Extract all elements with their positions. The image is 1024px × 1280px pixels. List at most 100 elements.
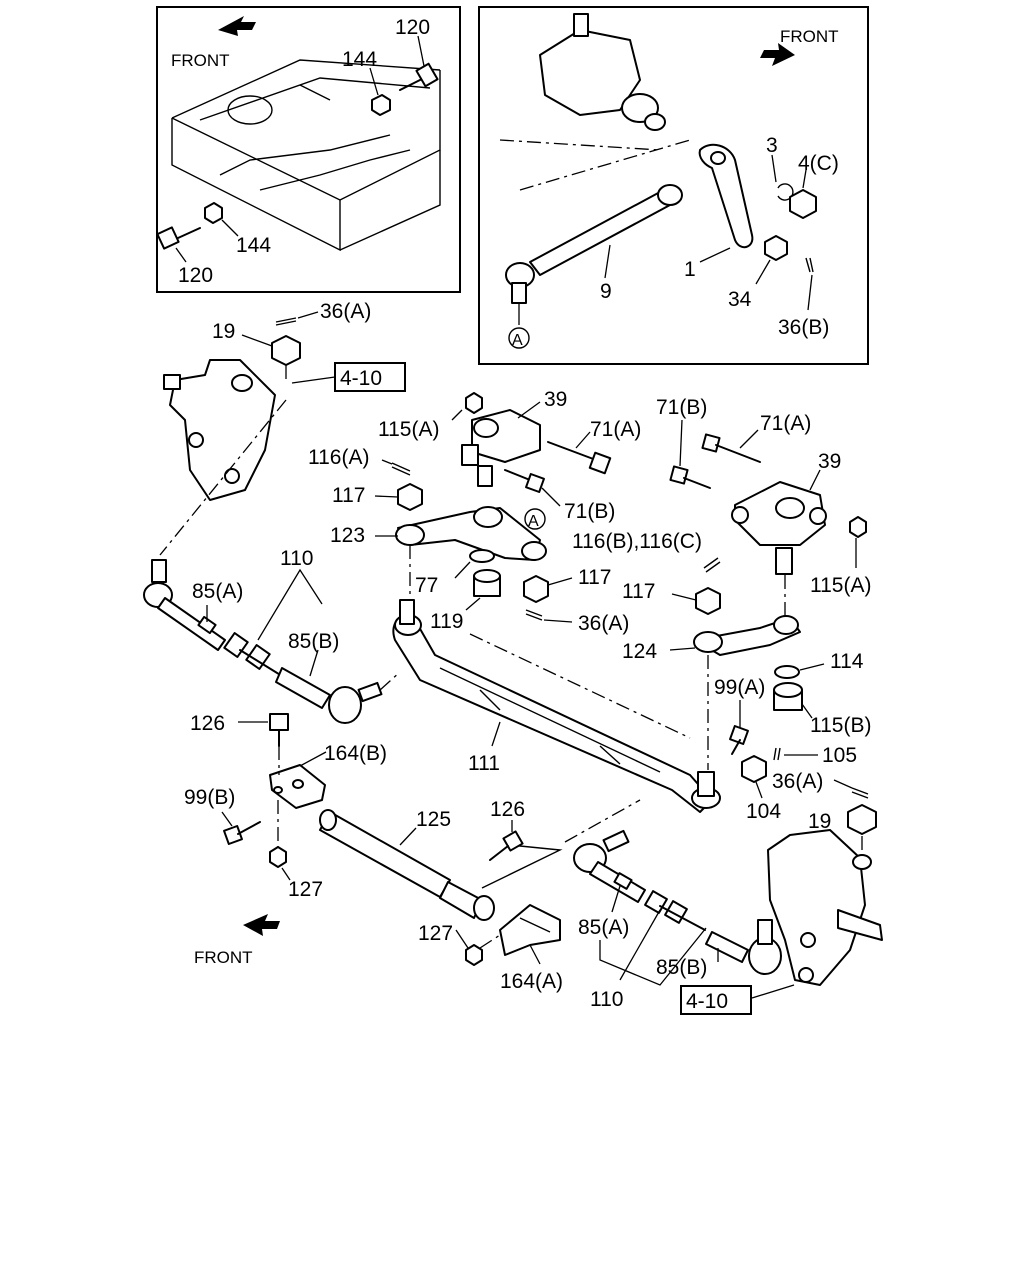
idler-arm-123 [395,506,547,561]
label-104: 104 [746,800,781,823]
ref-a-circle-icon [524,508,546,530]
label-110-right: 110 [590,988,623,1011]
bracket-164b [269,764,326,809]
bracket-164a [499,904,561,956]
cotter-pin-36a-mid [525,609,543,621]
label-ref-4-10-right: 4-10 [686,990,728,1013]
pitman-arm-1 [698,143,754,249]
label-71b-right: 71(B) [656,396,707,419]
label-39-right: 39 [818,450,841,473]
ref-a-circle-icon [508,327,530,349]
label-34: 34 [728,288,752,311]
label-115a-right: 115(A) [810,574,871,597]
castle-nut-117-right [695,587,721,615]
castle-nut-19-left [271,335,301,366]
tie-rod-end-left [143,559,226,651]
nut-4c [789,189,817,219]
washer-114 [774,665,800,679]
cotter-pin-36a-right [851,787,869,799]
label-105: 105 [822,744,857,767]
idler-arm-124 [693,615,801,656]
nut-127-mid [465,944,483,966]
label-127-left: 127 [288,878,323,901]
steering-knuckle-left [163,359,276,501]
washer-77 [469,549,495,563]
label-ref-a-main: A [528,513,539,530]
bolt-71a-right [701,433,761,463]
label-116a: 116(A) [308,446,369,469]
nut-117-mid [523,575,549,603]
label-125: 125 [416,808,451,831]
label-36a-top: 36(A) [320,300,371,323]
label-71b-left: 71(B) [564,500,615,523]
label-126-mid: 126 [490,798,525,821]
label-123: 123 [330,524,365,547]
label-164a: 164(A) [500,970,563,993]
label-85a-left: 85(A) [192,580,243,603]
inset-steering-gear: FRONT 1 3 4(C) [478,6,869,365]
label-110-left: 110 [280,547,313,570]
cotter-pin-105 [773,747,781,761]
nut-127-left [269,846,287,868]
front-arrow-icon [760,43,795,66]
tie-rod-end-85b-right [705,919,782,975]
label-9: 9 [600,280,612,303]
bolt-71b-left [504,469,545,493]
label-36b: 36(B) [778,316,829,339]
label-ref-4-10-left: 4-10 [340,367,382,390]
label-3: 3 [766,134,778,157]
label-ref-a: A [512,332,523,349]
label-71a-left: 71(A) [590,418,641,441]
label-119: 119 [430,610,463,633]
clamp-110-right [644,890,706,931]
label-117-left: 117 [332,484,365,507]
bolt-71a-left [547,441,612,475]
front-label: FRONT [171,51,230,70]
label-115a-left: 115(A) [378,418,439,441]
tie-rod-end-85a-right [573,829,646,903]
snap-ring-3 [777,183,794,201]
bolt-126-mid [489,830,524,861]
label-39-left: 39 [544,388,567,411]
ref-box-4-10-right [680,985,752,1015]
ref-box-4-10-left [334,362,406,392]
label-126-left: 126 [190,712,225,735]
label-36a-right: 36(A) [772,770,823,793]
label-85b-right: 85(B) [656,956,707,979]
bushing-119 [473,569,501,597]
label-164b: 164(B) [324,742,387,765]
label-19-left: 19 [212,320,235,343]
label-85b-left: 85(B) [288,630,339,653]
label-19-right: 19 [808,810,831,833]
inset-frame-detail: FRONT 120 144 144 [156,6,461,293]
cotter-pin-116bc [703,557,721,573]
nut-115a-right [849,516,867,538]
bushing-115b [773,682,803,711]
steering-gear-box [539,13,666,131]
steering-damper-125 [319,809,495,921]
steering-knuckle-right [767,829,883,986]
front-arrow-icon [218,16,256,36]
front-label-bottom: FRONT [194,948,253,967]
idler-bracket-39-right [731,481,827,575]
castle-nut-34 [764,235,788,261]
label-1: 1 [684,258,696,281]
bolt-99a [729,725,749,755]
castle-nut-117-left [397,483,423,511]
tie-rod-111 [392,599,721,813]
bolt-120-bottom [156,226,201,250]
castle-nut-19-right [847,804,877,835]
idler-bracket-39-left [461,409,541,487]
label-117-mid: 117 [578,566,611,589]
tie-rod-end-85b-left [275,667,383,724]
label-99a: 99(A) [714,676,765,699]
label-117-right: 117 [622,580,655,603]
label-144-bottom: 144 [236,234,271,257]
label-116bc: 116(B),116(C) [572,530,702,553]
drag-link-9 [505,184,683,304]
bolt-71b-right [669,465,711,489]
label-85a-right: 85(A) [578,916,629,939]
cotter-pin-36b [805,257,814,273]
label-127-mid: 127 [418,922,453,945]
